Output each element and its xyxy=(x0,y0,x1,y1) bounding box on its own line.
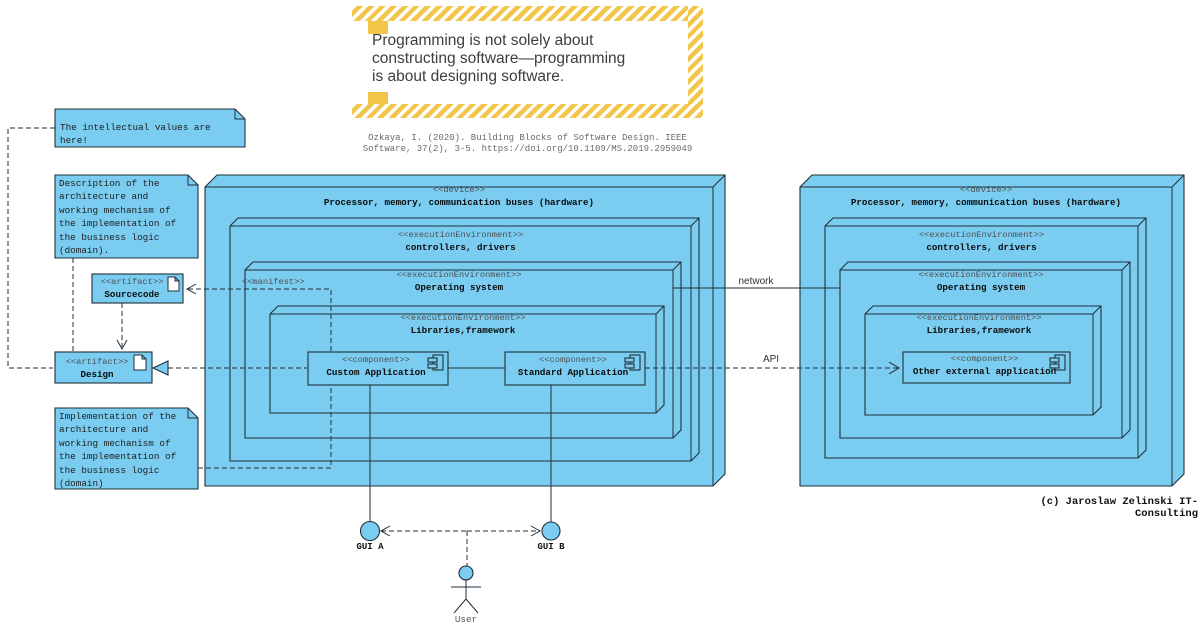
component-other-external-box xyxy=(902,351,1071,384)
connector-api xyxy=(645,361,900,375)
connector-manifest xyxy=(185,283,332,351)
component-icon xyxy=(1049,354,1066,371)
connector-note1-design xyxy=(7,127,55,369)
quote-corner-bottom xyxy=(368,92,388,104)
left-env-libraries-node xyxy=(269,305,665,414)
quote-corner-top xyxy=(368,21,388,34)
component-icon xyxy=(624,354,641,371)
connector-sourcecode-design-arrow xyxy=(116,303,128,351)
quote-border-right xyxy=(688,6,703,118)
realization-arrowhead-icon xyxy=(151,360,169,376)
artifact-sourcecode-box xyxy=(91,273,184,304)
note-description xyxy=(54,174,199,259)
note-intellectual-values xyxy=(54,108,246,148)
note-implementation xyxy=(54,407,199,490)
artifact-design-box xyxy=(54,351,153,384)
quote-border-top xyxy=(352,6,703,21)
document-icon xyxy=(133,354,147,371)
gui-a-circle-icon xyxy=(359,520,381,542)
component-icon xyxy=(427,354,444,371)
document-icon xyxy=(167,276,180,292)
gui-b-circle-icon xyxy=(541,521,561,541)
user-actor-icon xyxy=(451,565,481,614)
connector-user-guia xyxy=(379,525,467,537)
component-standard-application-box xyxy=(504,351,646,386)
connector-note3-customapp xyxy=(198,386,332,469)
component-custom-application-box xyxy=(307,351,449,386)
quote-border-bottom xyxy=(352,104,703,118)
connector-user-guib xyxy=(467,525,542,537)
